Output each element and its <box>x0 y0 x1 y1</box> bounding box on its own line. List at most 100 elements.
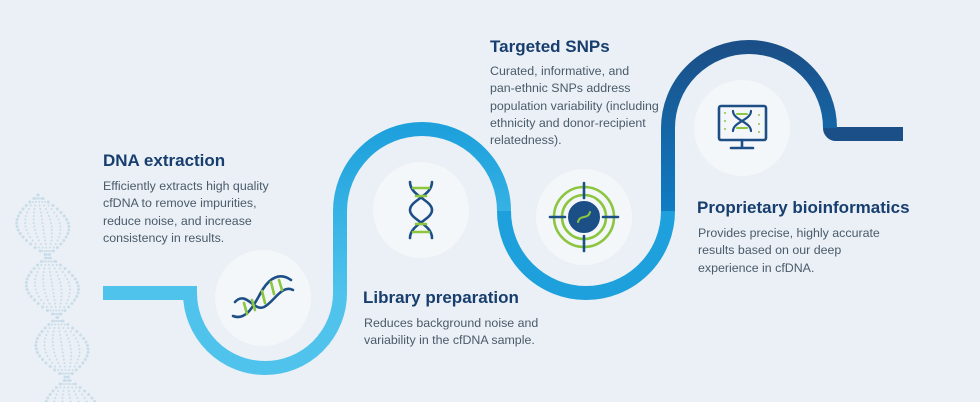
helix-dot <box>67 270 71 274</box>
helix-dot <box>43 288 46 291</box>
helix-dot <box>44 243 47 245</box>
helix-dot <box>60 369 63 371</box>
helix-dot <box>75 295 79 298</box>
helix-dot <box>68 393 71 396</box>
step-2-desc-line: variability in the cfDNA sample. <box>364 333 535 348</box>
helix-dot <box>61 348 64 350</box>
helix-dot <box>41 250 44 252</box>
helix-dot <box>42 225 44 228</box>
helix-dot <box>65 334 68 336</box>
helix-dot <box>28 200 32 204</box>
helix-dot <box>48 264 50 266</box>
helix-dot <box>43 326 47 330</box>
helix-dot <box>32 215 35 217</box>
helix-dot <box>29 242 33 246</box>
helix-dot <box>44 201 47 203</box>
helix-dot <box>53 299 56 301</box>
helix-dot <box>36 351 39 354</box>
step-1-desc-line: cfDNA to remove impurities, <box>103 196 257 211</box>
helix-dot <box>87 393 91 396</box>
helix-dot <box>68 341 71 343</box>
helix-dot <box>66 232 70 235</box>
helix-dot <box>42 274 45 277</box>
helix-dot <box>66 278 69 280</box>
helix-dot <box>53 327 56 329</box>
helix-dot <box>49 246 51 249</box>
helix-dot <box>64 235 68 239</box>
helix-dot <box>56 239 59 242</box>
helix-dot <box>55 207 59 211</box>
helix-dot <box>68 397 71 399</box>
helix-dot <box>63 306 66 308</box>
helix-dot <box>76 291 80 295</box>
helix-dot <box>51 264 54 266</box>
helix-dot <box>38 354 42 358</box>
helix-dot <box>70 358 72 361</box>
helix-dot <box>61 309 63 312</box>
helix-dot <box>78 365 82 368</box>
helix-dot <box>41 246 44 249</box>
helix-dot <box>50 250 53 252</box>
helix-dot <box>46 200 50 204</box>
helix-dot <box>43 267 46 270</box>
helix-dot <box>45 246 48 249</box>
helix-dot <box>51 323 53 326</box>
helix-dot <box>81 393 84 396</box>
helix-dot <box>49 218 52 221</box>
helix-dot <box>60 299 63 301</box>
helix-dot <box>24 225 27 228</box>
helix-dot <box>25 277 29 281</box>
helix-dot <box>75 386 78 389</box>
helix-dot <box>27 274 31 277</box>
helix-dot <box>58 382 62 386</box>
helix-dot <box>45 260 48 263</box>
helix-dot <box>47 204 50 207</box>
helix-dot <box>86 344 89 347</box>
helix-dot <box>44 337 47 340</box>
helix-dot <box>59 281 62 284</box>
helix-dot <box>78 390 81 392</box>
helix-dot <box>58 309 61 312</box>
helix-dot <box>34 347 38 351</box>
helix-dot <box>24 204 28 207</box>
helix-dot <box>69 362 72 364</box>
helix-dot <box>39 208 42 210</box>
helix-dot <box>50 281 53 284</box>
helix-dot <box>33 246 37 249</box>
helix-dot <box>46 355 49 357</box>
helix-dot <box>55 393 58 396</box>
helix-dot <box>62 355 65 357</box>
helix-dot <box>48 393 52 396</box>
helix-dot <box>63 309 67 312</box>
helix-dot <box>25 215 27 217</box>
helix-dot <box>76 397 79 399</box>
helix-dot <box>59 225 62 228</box>
helix-dot <box>58 320 61 322</box>
helix-dot <box>40 197 43 200</box>
helix-dot <box>44 239 47 242</box>
helix-dot <box>45 334 48 336</box>
helix-dot <box>50 208 53 210</box>
step-4-desc-line: experience in cfDNA. <box>698 260 815 275</box>
helix-dot <box>68 369 71 371</box>
helix-dot <box>66 383 69 385</box>
helix-dot <box>34 243 37 245</box>
helix-dot <box>74 368 78 372</box>
helix-dot <box>46 211 49 214</box>
helix-dot <box>44 292 47 294</box>
step-3-desc-line: Curated, informative, and <box>490 64 630 78</box>
helix-dot <box>37 246 40 249</box>
helix-dot <box>40 330 44 333</box>
helix-dot <box>66 221 70 225</box>
helix-dot <box>71 274 74 277</box>
helix-dot <box>40 218 43 221</box>
helix-dot <box>73 382 77 386</box>
helix-dot <box>21 235 25 239</box>
helix-dot <box>32 197 36 200</box>
helix-dot <box>51 204 55 207</box>
step-3-title: Targeted SNPs <box>490 37 610 56</box>
helix-dot <box>53 351 56 354</box>
helix-dot <box>55 316 59 319</box>
helix-dot <box>54 243 57 245</box>
helix-dot <box>64 274 67 277</box>
